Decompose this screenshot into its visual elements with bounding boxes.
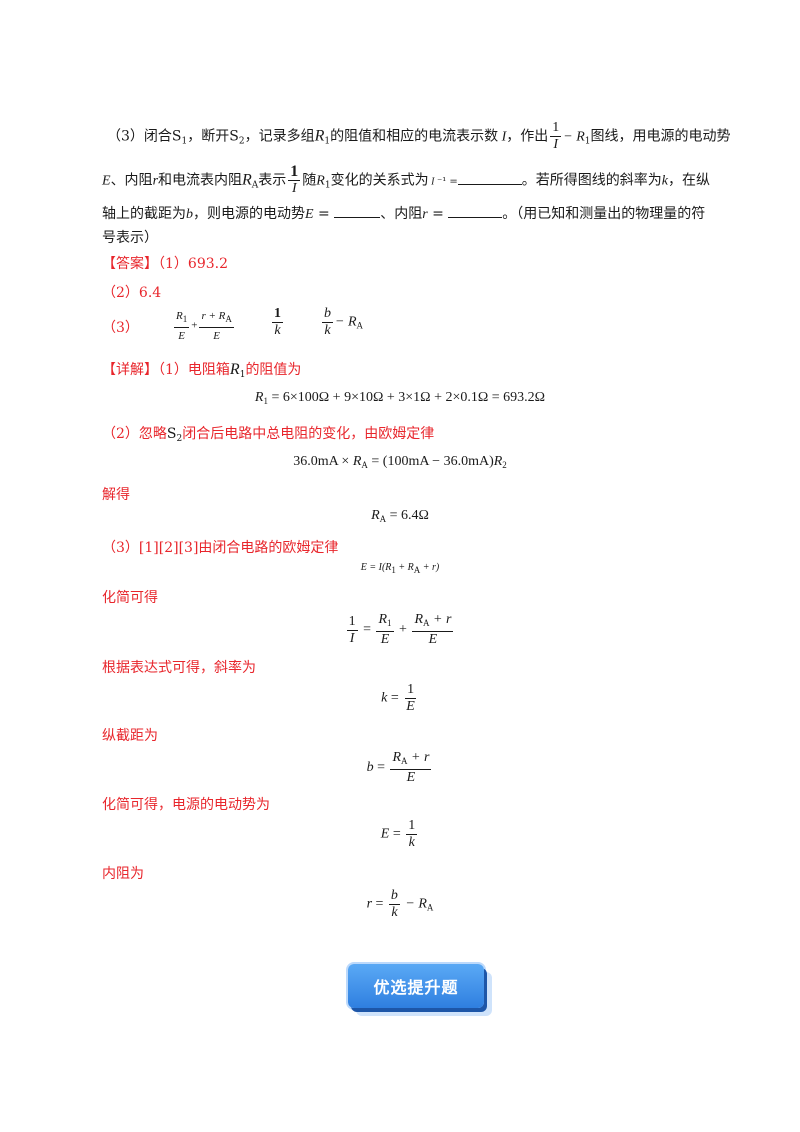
text: 根据表达式可得，斜率为: [102, 660, 256, 676]
answer-blank: [457, 170, 522, 185]
text: ，在纵: [668, 172, 711, 189]
text: 图线，用电源的电动势: [590, 128, 731, 145]
text: 内阻为: [102, 866, 144, 882]
text: 、内阻: [110, 172, 153, 189]
analysis-solve: 解得: [102, 485, 130, 505]
text: 、内阻: [380, 206, 423, 222]
text: 闭合后电路中总电阻的变化，由欧姆定律: [182, 426, 435, 442]
analysis-line-3: （3）[1][2][3]由闭合电路的欧姆定律: [102, 538, 338, 558]
text: 的阻值为: [245, 362, 302, 378]
answer-part-1: （1）693.2: [158, 256, 228, 272]
equation-text: = (100mA − 36.0mA): [371, 454, 494, 469]
text: 化简可得，电源的电动势为: [102, 797, 270, 813]
analysis-simplify: 化简可得: [102, 588, 158, 608]
text: 号表示）: [102, 230, 158, 246]
text: （1）电阻箱: [158, 362, 230, 378]
answer-line-2: （2）6.4: [102, 283, 161, 303]
answer-label: 【答案】: [102, 256, 158, 272]
text: 解得: [102, 487, 130, 503]
answer-blank: [334, 203, 381, 218]
analysis-internal: 内阻为: [102, 864, 144, 884]
analysis-label: 【详解】: [102, 362, 158, 378]
question-line-3: 轴上的截距为b，则电源的电动势E = 、内阻r = 。（用已知和测量出的物理量的…: [102, 203, 705, 225]
analysis-emf: 化简可得，电源的电动势为: [102, 795, 270, 815]
text: ，断开: [187, 128, 230, 145]
equation-ra: RA = 6.4Ω: [371, 508, 429, 524]
analysis-line-2: （2）忽略S2闭合后电路中总电阻的变化，由欧姆定律: [102, 426, 435, 444]
text: （2）忽略: [102, 426, 167, 442]
text: 随: [302, 172, 317, 189]
text: 的阻值和相应的电流表示数: [330, 128, 499, 145]
text: 纵截距为: [102, 728, 158, 744]
text: 轴上的截距为: [102, 206, 186, 222]
equation-ohm: 36.0mA × RA = (100mA − 36.0mA)R2: [293, 454, 507, 470]
answer-part-2: （2）6.4: [102, 285, 162, 301]
equation-text: = 6.4Ω: [389, 508, 429, 523]
text: 和电流表内阻: [158, 172, 243, 189]
answer-part-3: （3）: [102, 320, 139, 336]
text: 表示: [258, 172, 287, 189]
text: 变化的关系式为: [330, 172, 429, 189]
equation-closed-circuit: E = I(R1 + RA + r): [360, 562, 440, 575]
button-label: 优选提升题: [373, 978, 459, 997]
text: （3）闭合: [107, 128, 172, 145]
answer-line-3: （3）: [102, 318, 139, 338]
text: 化简可得: [102, 590, 158, 606]
text: ，作出: [506, 128, 549, 145]
text: 。若所得图线的斜率为: [521, 172, 662, 189]
analysis-intercept: 纵截距为: [102, 726, 158, 746]
answer-line-1: 【答案】（1）693.2: [102, 254, 228, 274]
text: 。（用已知和测量出的物理量的符: [502, 206, 706, 222]
text: （3）[1][2][3]由闭合电路的欧姆定律: [102, 540, 339, 556]
equation-text: 36.0mA ×: [293, 454, 350, 469]
analysis-slope: 根据表达式可得，斜率为: [102, 658, 256, 678]
equation-text: = 6×100Ω + 9×10Ω + 3×1Ω + 2×0.1Ω = 693.2…: [271, 390, 546, 405]
question-line-4: 号表示）: [102, 228, 158, 248]
equation-r1: R1 = 6×100Ω + 9×10Ω + 3×1Ω + 2×0.1Ω = 69…: [254, 390, 546, 406]
improvement-section-button[interactable]: 优选提升题: [348, 964, 484, 1008]
text: ，记录多组: [244, 128, 315, 145]
answer-blank: [448, 203, 503, 218]
analysis-line-1: 【详解】（1）电阻箱R1的阻值为: [102, 361, 302, 380]
text: ，则电源的电动势: [193, 206, 305, 222]
